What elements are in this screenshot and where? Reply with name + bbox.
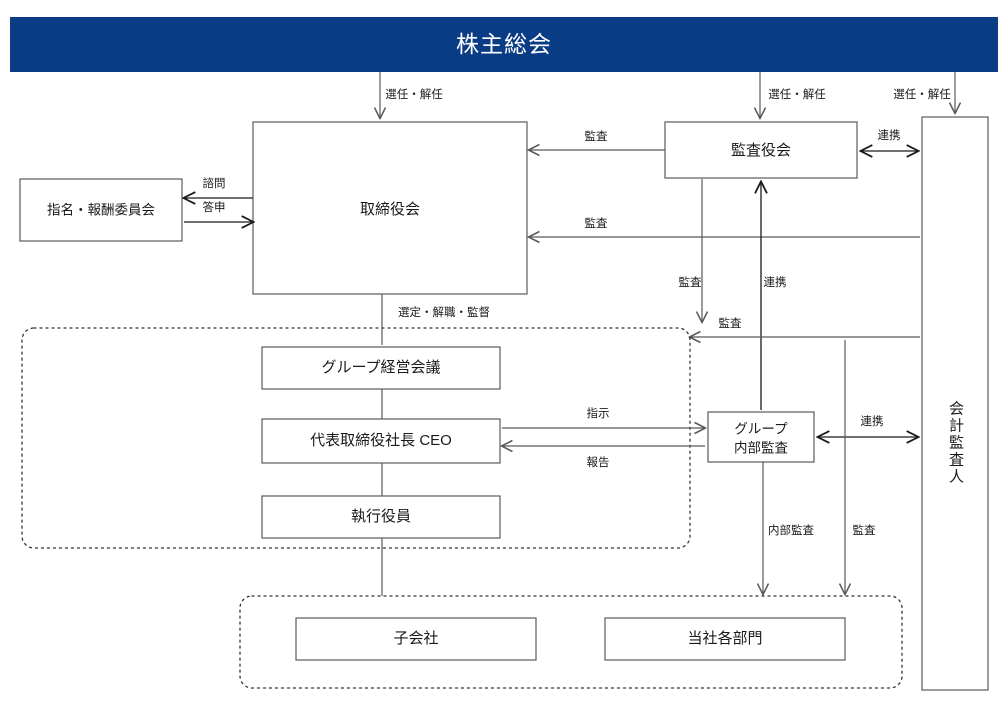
edge-label-cooperation-internal-audit-auditors: 連携	[764, 275, 787, 289]
node-label-departments: 当社各部門	[687, 630, 762, 647]
edge-label-appoint-board: 選任・解任	[385, 87, 443, 101]
edge-label-instruction: 指示	[587, 406, 610, 420]
node-executive-officers[interactable]	[261, 495, 501, 539]
operations-group-container	[21, 327, 691, 549]
node-group-management-meeting[interactable]	[261, 346, 501, 390]
node-board-of-directors[interactable]	[252, 121, 528, 295]
node-nomination-committee[interactable]	[19, 178, 183, 242]
edge-label-cooperation-auditors-accounting: 連携	[878, 128, 901, 142]
edge-label-internal-audit-down: 内部監査	[768, 523, 814, 537]
node-label-board-of-auditors: 監査役会	[731, 142, 791, 159]
node-ceo[interactable]	[261, 418, 501, 464]
shareholders-meeting-label: 株主総会	[456, 31, 552, 57]
edge-label-audit-accounting-to-internal: 監査	[719, 316, 742, 330]
node-subsidiaries[interactable]	[295, 617, 537, 661]
node-label-subsidiaries: 子会社	[393, 630, 438, 647]
edge-label-reply: 答申	[203, 200, 226, 214]
node-label-group-internal-audit-line2: 内部監査	[734, 440, 788, 456]
edge-label-select-dismiss-supervise: 選定・解職・監督	[398, 305, 490, 319]
edge-label-audit-bottom: 監査	[853, 523, 876, 537]
edge-label-audit-accounting-to-board: 監査	[585, 216, 608, 230]
shareholders-meeting-band	[10, 17, 998, 72]
edge-label-consult: 諮問	[203, 176, 226, 190]
subsidiaries-group-container	[239, 595, 903, 689]
edge-label-audit-auditors-down: 監査	[679, 275, 702, 289]
node-label-ceo: 代表取締役社長 CEO	[310, 432, 452, 449]
node-label-group-management-meeting: グループ経営会議	[321, 358, 440, 376]
edge-label-report: 報告	[587, 456, 610, 469]
node-label-nomination-committee: 指名・報酬委員会	[47, 203, 155, 218]
node-label-group-internal-audit-line1: グループ	[734, 422, 788, 437]
node-label-accounting-auditor: 会計監査人	[947, 401, 964, 486]
node-board-of-auditors[interactable]	[664, 121, 858, 179]
node-accounting-auditor[interactable]	[921, 116, 989, 691]
node-label-executive-officers: 執行役員	[351, 508, 411, 525]
edge-label-appoint-accounting-auditor: 選任・解任	[893, 87, 951, 101]
edge-label-appoint-auditors: 選任・解任	[768, 87, 826, 101]
edge-label-audit-auditors-to-board: 監査	[585, 129, 608, 143]
node-group-internal-audit[interactable]	[707, 411, 815, 463]
node-label-board-of-directors: 取締役会	[360, 201, 420, 218]
node-departments[interactable]	[604, 617, 846, 661]
edge-label-cooperation-internal-accounting: 連携	[861, 414, 884, 428]
